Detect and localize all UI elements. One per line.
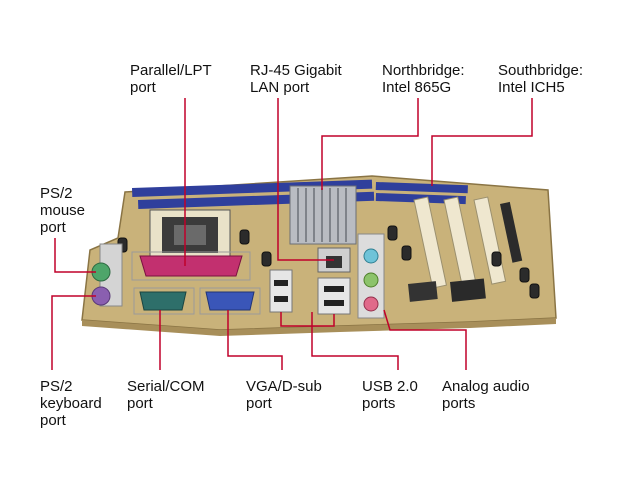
callout-lines bbox=[51, 98, 533, 370]
vga-connector bbox=[205, 291, 255, 311]
io-chip bbox=[407, 281, 438, 302]
northbridge-heatsink bbox=[289, 185, 357, 245]
usb-ports-right bbox=[317, 277, 351, 315]
dimm-slots bbox=[132, 179, 468, 209]
audio-jack-pink bbox=[363, 296, 379, 312]
audio-jack-blue bbox=[363, 248, 379, 264]
usb-ports-left bbox=[269, 269, 293, 313]
southbridge-chip bbox=[449, 278, 486, 302]
audio-jack-green bbox=[363, 272, 379, 288]
io-panel bbox=[91, 233, 385, 319]
serial-connector bbox=[139, 291, 187, 311]
pcb-edge bbox=[82, 318, 556, 336]
parallel-connector bbox=[139, 255, 243, 277]
label-northbridge: Northbridge:Intel 865G bbox=[382, 62, 465, 96]
label-southbridge: Southbridge:Intel ICH5 bbox=[498, 62, 584, 96]
